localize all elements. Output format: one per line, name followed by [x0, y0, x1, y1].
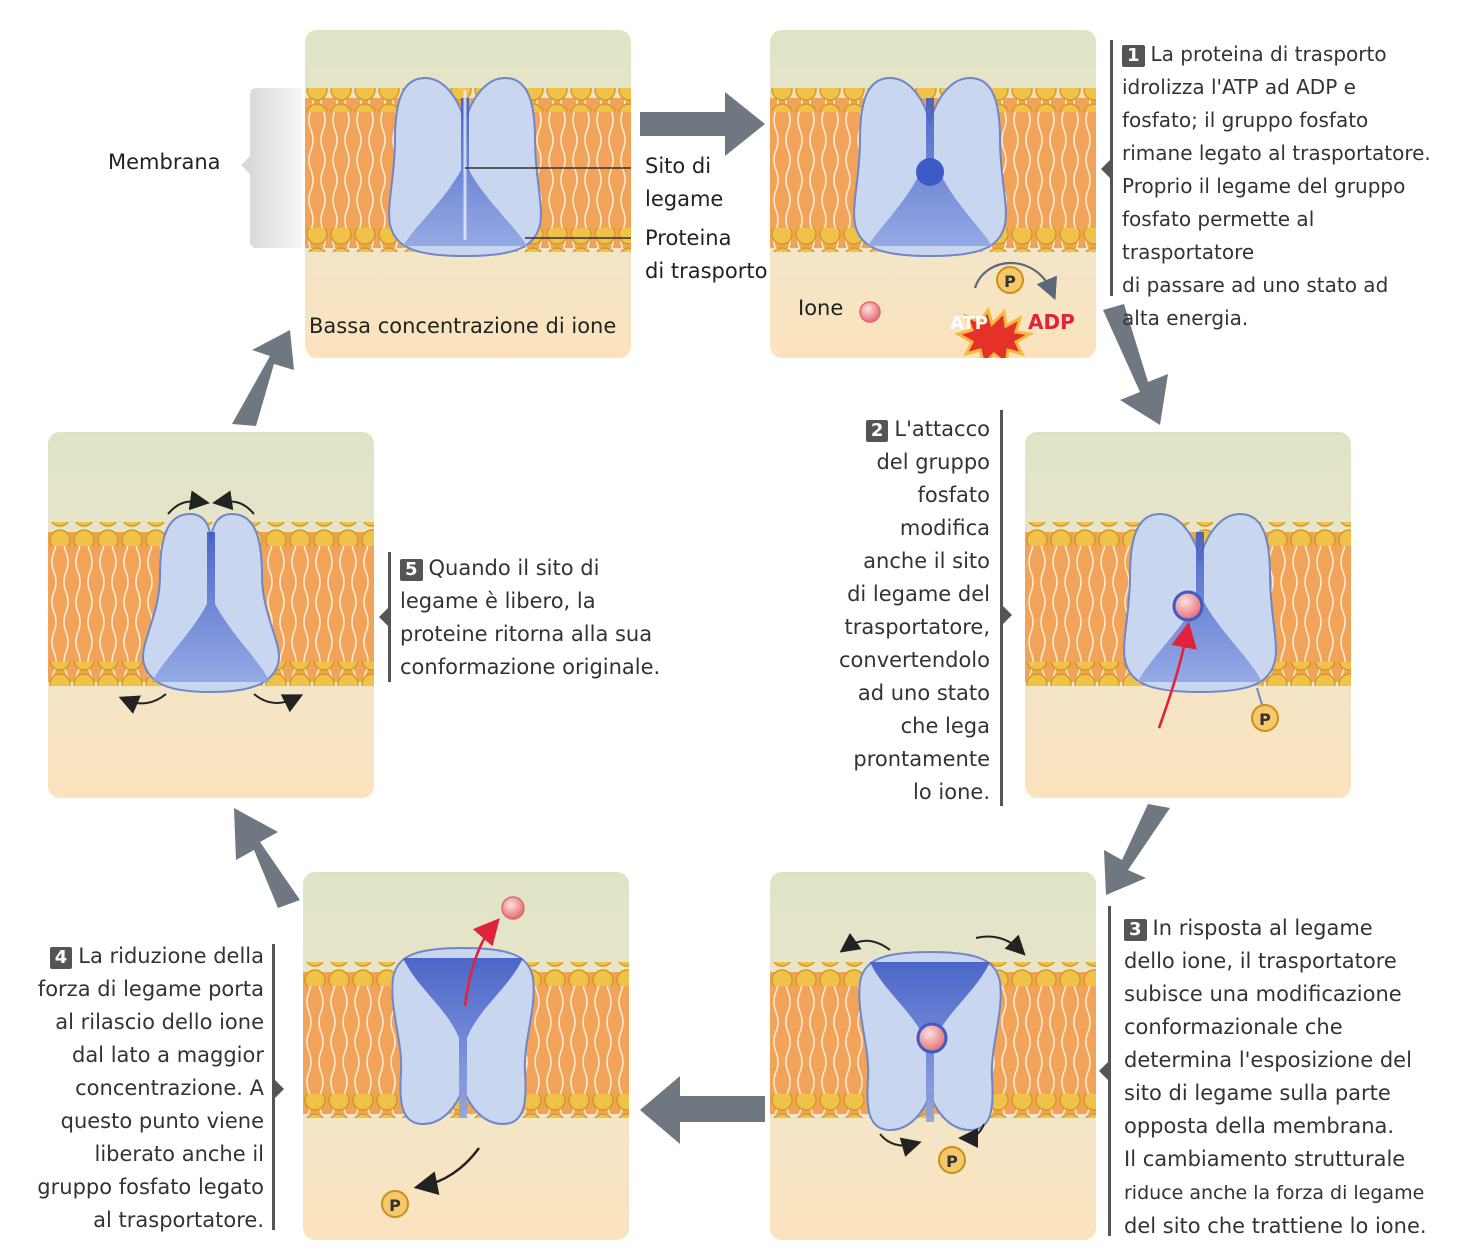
arrow-bottom — [640, 1076, 765, 1144]
step-2-bar — [1000, 410, 1003, 806]
arrow-right-top — [1103, 304, 1168, 425]
binding-site-label-1: Sito di — [645, 154, 712, 178]
panel-step-4: P — [303, 872, 629, 1240]
step-2-pointer — [1003, 606, 1012, 624]
step-1-pointer — [1101, 160, 1110, 178]
step-1-bar — [1110, 40, 1113, 296]
phosphate-icon: P — [381, 1190, 409, 1218]
step-3-bar — [1108, 906, 1111, 1236]
membrane-label: Membrana — [108, 150, 221, 174]
low-concentration-label: Bassa concentrazione di ione — [309, 314, 617, 338]
step-2-number: 2 — [865, 420, 889, 442]
panel-step-3: P — [770, 872, 1096, 1240]
phosphate-icon: P — [996, 266, 1024, 294]
step-4-bar — [272, 944, 275, 1230]
panel-step-2: P — [1025, 432, 1351, 798]
arrow-left-top — [232, 330, 294, 426]
atp-label: ATP — [950, 313, 989, 334]
transport-protein-label-1: Proteina — [645, 226, 732, 250]
binding-site-label-2: legame — [645, 187, 724, 211]
membrane-bracket — [250, 88, 302, 248]
step-4-number: 4 — [49, 947, 73, 969]
membrane-pointer — [241, 156, 250, 174]
step-4-pointer — [275, 1080, 284, 1098]
panel-step-5 — [48, 432, 374, 798]
step-5-number: 5 — [400, 559, 423, 581]
phosphate-icon: P — [938, 1146, 966, 1174]
arrow-left-bottom — [234, 808, 300, 908]
ion-label: Ione — [798, 296, 844, 320]
transport-protein-label-2: di trasporto — [645, 259, 768, 283]
step-3-pointer — [1099, 1062, 1108, 1080]
step-1-number: 1 — [1122, 45, 1145, 67]
step-3-number: 3 — [1124, 919, 1147, 941]
phosphate-icon: P — [1251, 704, 1279, 732]
arrow-right-bottom — [1104, 804, 1170, 895]
adp-label: ADP — [1028, 310, 1075, 334]
arrow-top — [640, 92, 765, 156]
step-5-bar — [388, 552, 391, 682]
step-5-pointer — [379, 608, 388, 626]
panel-initial: Bassa concentrazione di ione — [305, 30, 631, 358]
panel-step-1: P Ione ATP ADP — [770, 30, 1096, 358]
